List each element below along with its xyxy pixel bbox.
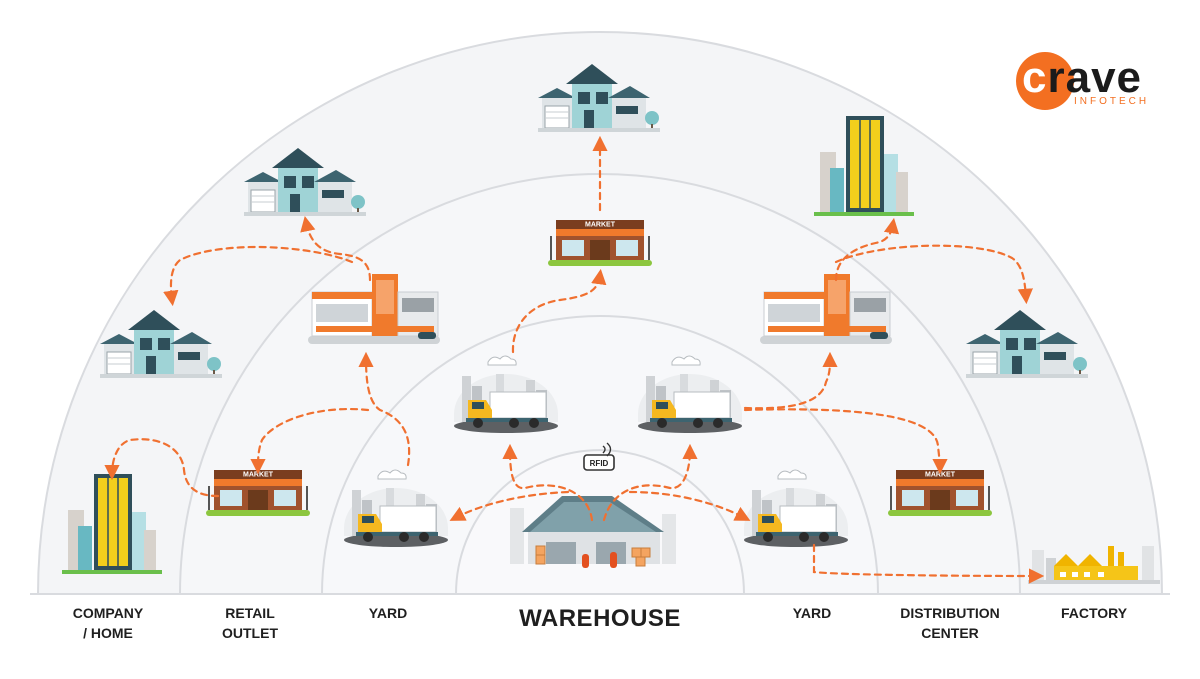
flow-arrow bbox=[743, 351, 838, 410]
flow-arrow bbox=[628, 490, 751, 521]
logo-circle-icon bbox=[1016, 52, 1074, 110]
flow-arrow bbox=[104, 438, 220, 498]
label-warehouse: WAREHOUSE bbox=[519, 605, 681, 632]
flow-arrow bbox=[358, 351, 411, 467]
label-yard-right: YARD bbox=[792, 605, 832, 621]
market-icon bbox=[888, 470, 992, 516]
flow-arrow bbox=[834, 244, 1033, 305]
label-factory: FACTORY bbox=[1060, 605, 1128, 621]
flow-arrow bbox=[250, 408, 370, 475]
flow-arrow bbox=[163, 245, 354, 307]
flow-arrow bbox=[511, 268, 607, 354]
brand-name: crave bbox=[1022, 53, 1143, 102]
flow-arrow bbox=[502, 443, 594, 522]
flow-arrow bbox=[449, 490, 570, 521]
brand-tagline: INFOTECH bbox=[1074, 96, 1150, 107]
flow-arrow bbox=[834, 217, 900, 282]
rfid-label: RFID bbox=[590, 459, 609, 468]
flow-arrow bbox=[812, 543, 1045, 584]
flow-arrows bbox=[104, 135, 1045, 584]
label-retail-outlet: RETAIL OUTLET bbox=[222, 605, 278, 641]
flow-arrow bbox=[743, 408, 948, 475]
label-yard-left: YARD bbox=[368, 605, 408, 621]
label-distribution-center: DISTRIBUTION CENTER bbox=[900, 605, 1000, 641]
flow-arrow bbox=[300, 215, 372, 282]
label-company-home: COMPANY / HOME bbox=[72, 605, 144, 641]
rfid-icon: RFID bbox=[583, 442, 615, 471]
market-icon bbox=[206, 470, 310, 516]
market-icon bbox=[548, 220, 652, 266]
flow-arrow bbox=[602, 443, 698, 522]
brand-logo: crave INFOTECH bbox=[1016, 50, 1166, 114]
